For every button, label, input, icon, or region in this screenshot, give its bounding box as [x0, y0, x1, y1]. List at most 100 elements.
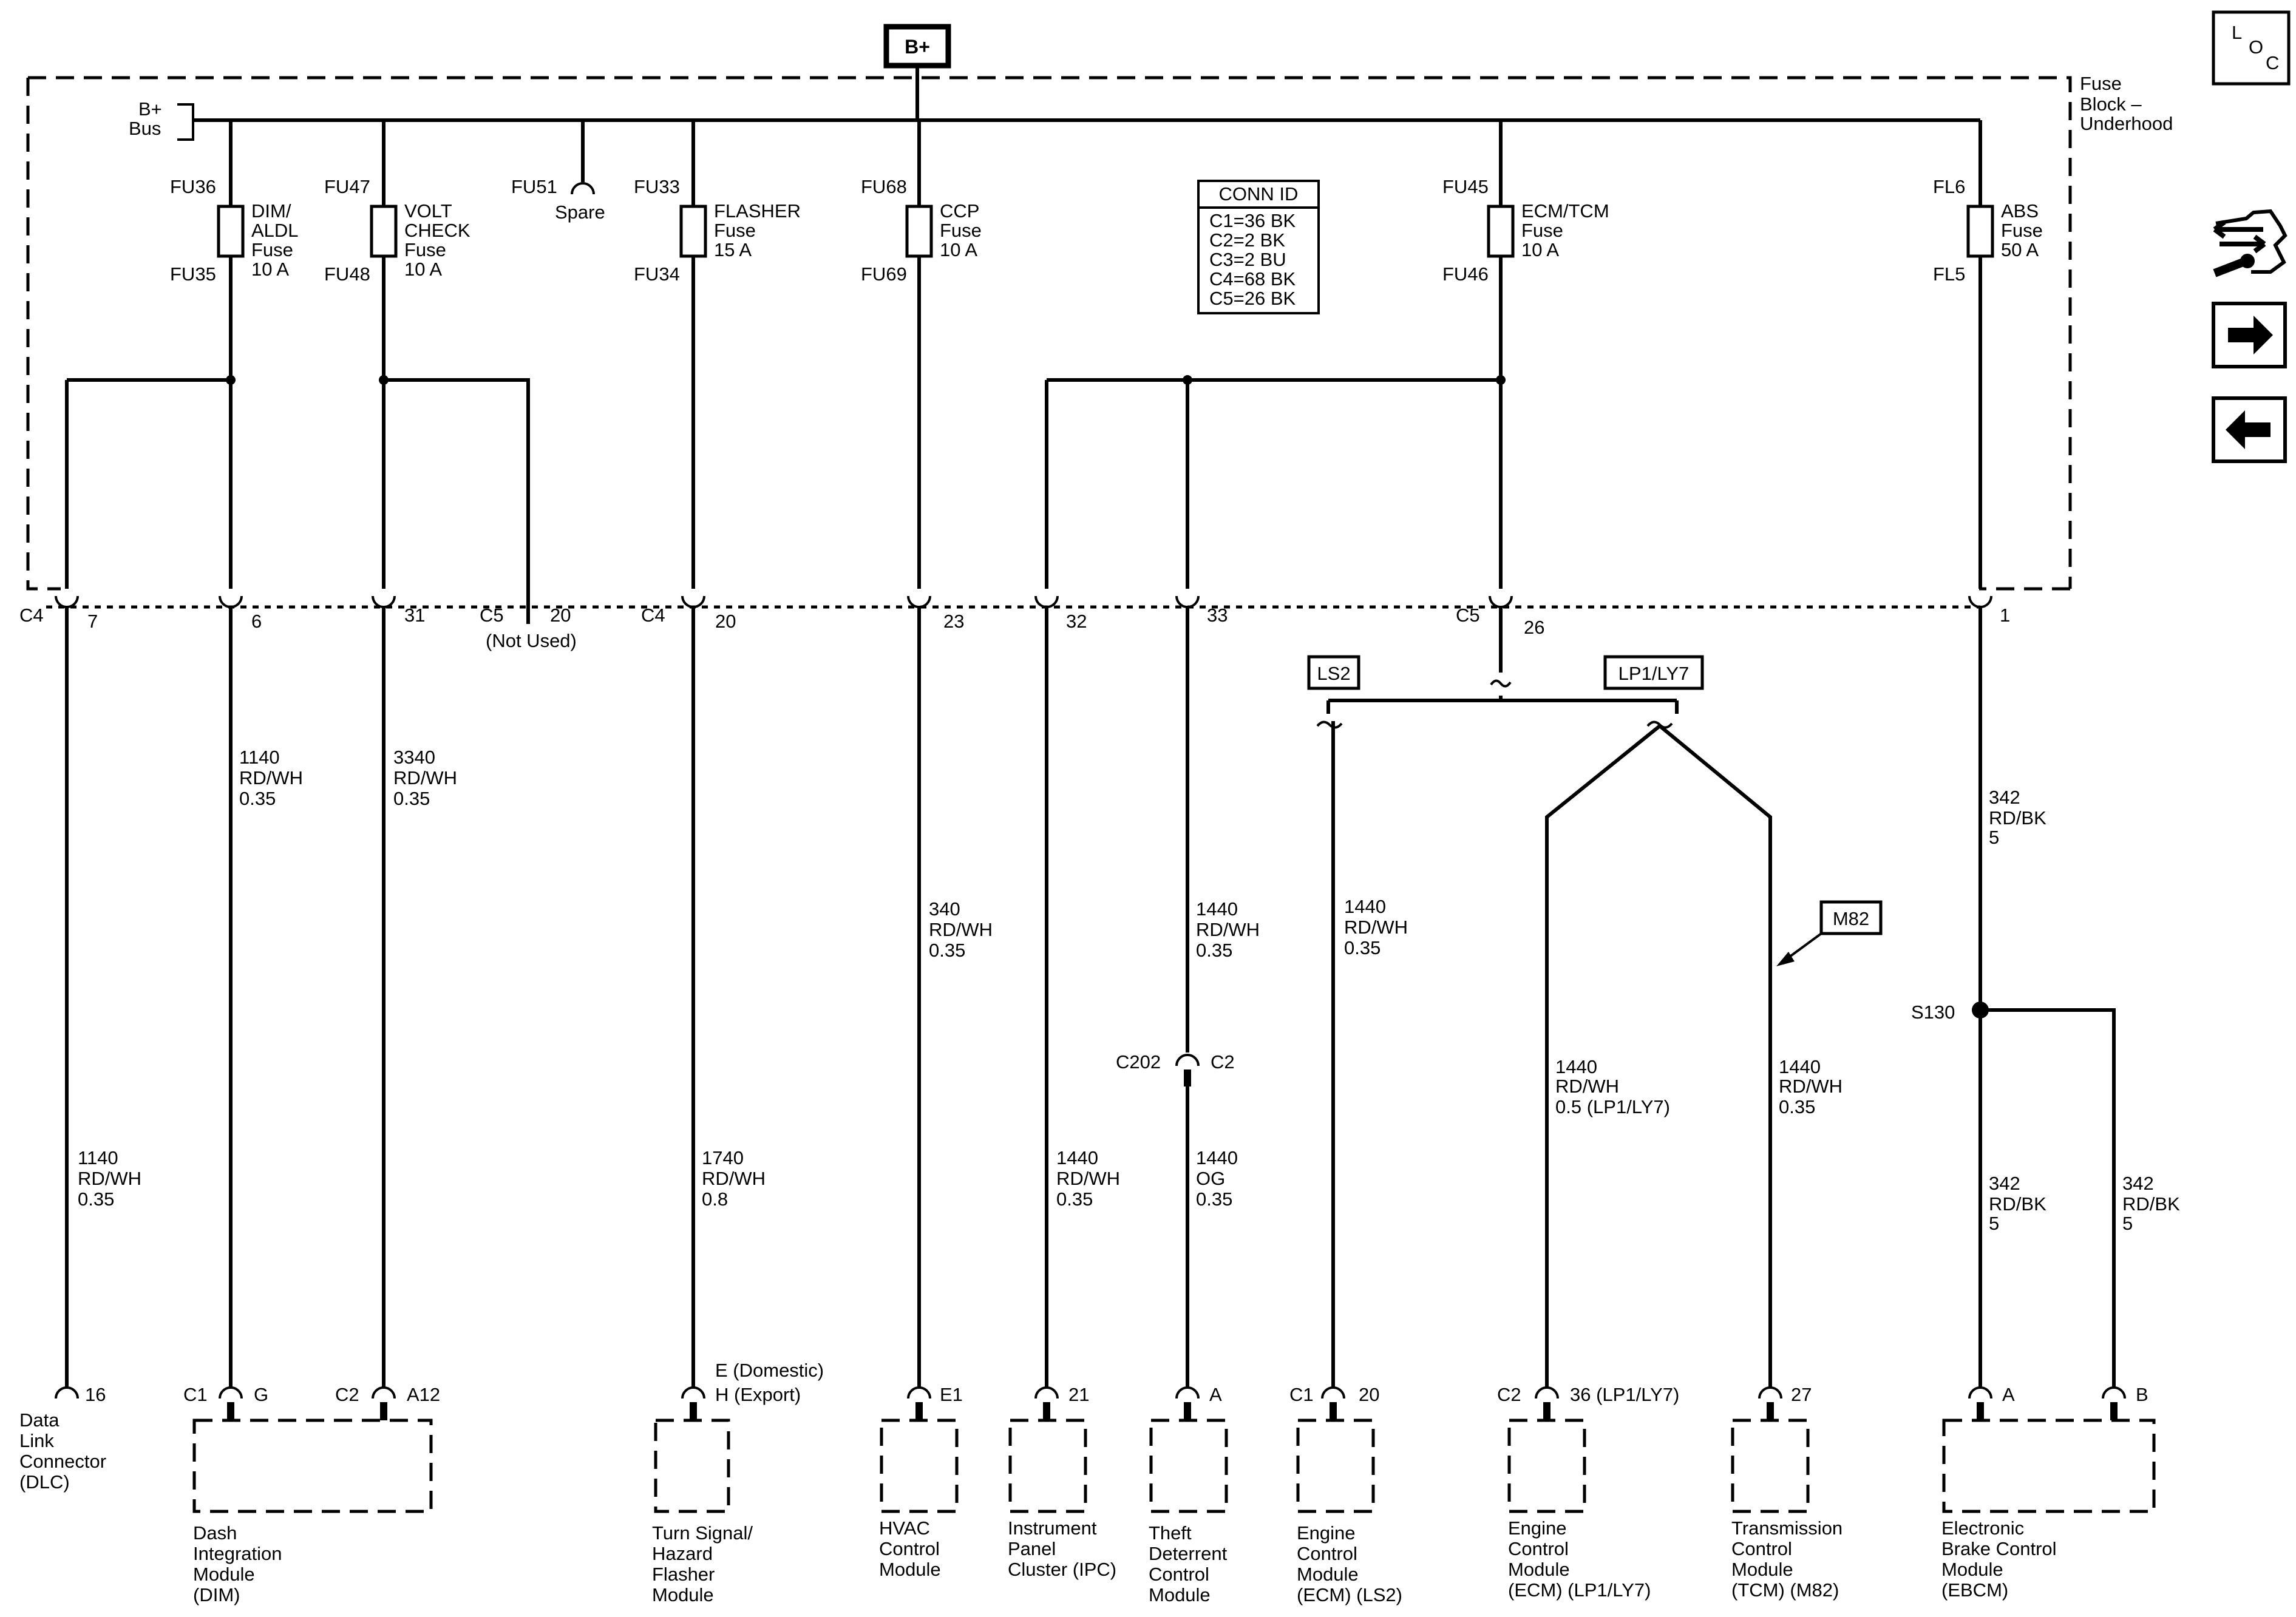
loc-c-letter: C — [2266, 52, 2279, 73]
pin-label: 36 (LP1/LY7) — [1570, 1384, 1679, 1405]
pin-label: 16 — [85, 1384, 106, 1405]
component-name: Module — [1941, 1559, 2003, 1580]
fuse-top-label: FL6 — [1933, 176, 1965, 197]
pin-label: 26 — [1524, 617, 1544, 638]
fuse-name: Fuse — [2001, 220, 2043, 241]
wire-color: RD/WH — [393, 767, 457, 788]
location-button[interactable]: L O C — [2212, 10, 2291, 86]
component-tcm: Transmission Control Module (TCM) (M82) — [1731, 1419, 1843, 1601]
pin-label: 20 — [1359, 1384, 1379, 1405]
block-terminals: C4 7 6 31 C5 20 (Not Used) C4 20 23 32 3… — [19, 595, 2010, 651]
component-name: Module — [1731, 1559, 1793, 1580]
pin-label: 7 — [87, 611, 98, 632]
arrow-right-icon — [2228, 316, 2273, 354]
option-ls2: LS2 — [1317, 663, 1350, 684]
fuse-name: ECM/TCM — [1521, 200, 1609, 222]
component-name: Link — [19, 1430, 54, 1451]
component-name: Turn Signal/ — [652, 1522, 753, 1544]
power-source: B+ — [883, 24, 951, 69]
component-name: Electronic — [1941, 1517, 2024, 1539]
wire-color: RD/BK — [2122, 1193, 2180, 1215]
wire-color: RD/WH — [1344, 917, 1408, 938]
fuse-name: Fuse — [404, 239, 446, 260]
fuse-fu51-spare: FU51 Spare — [511, 120, 605, 223]
wire-size: 0.35 — [78, 1188, 114, 1210]
component-name: Control — [1731, 1538, 1792, 1559]
wire-color: RD/WH — [1056, 1168, 1120, 1189]
option-m82: M82 — [1833, 908, 1869, 929]
component-name: Brake Control — [1941, 1538, 2057, 1559]
pin-label: E (Domestic) — [715, 1360, 824, 1381]
component-name: Module — [652, 1584, 714, 1605]
pin-label: A — [2002, 1384, 2015, 1405]
wire-circuit: 342 — [2122, 1173, 2154, 1194]
wire-color: RD/WH — [702, 1168, 766, 1189]
wire-color: RD/WH — [1779, 1076, 1843, 1097]
fuse-top-label: FU33 — [634, 176, 680, 197]
wire-circuit: 1440 — [1344, 896, 1386, 917]
splice-label: S130 — [1911, 1002, 1955, 1023]
connector-label: C5 — [1456, 605, 1480, 626]
conn-id-row: C5=26 BK — [1209, 288, 1296, 309]
not-used-label: (Not Used) — [486, 630, 577, 651]
component-ipc: Instrument Panel Cluster (IPC) — [1008, 1419, 1116, 1580]
component-name: Panel — [1008, 1538, 1056, 1559]
component-name: Instrument — [1008, 1517, 1097, 1539]
conn-id-row: C3=2 BU — [1209, 249, 1286, 270]
fuse-block-title-3: Underhood — [2080, 113, 2173, 134]
fuse-bottom-label: FU35 — [170, 263, 216, 285]
bus-label-1: B+ — [138, 98, 162, 120]
next-page-button[interactable] — [2212, 302, 2287, 368]
pin-label: 23 — [943, 611, 964, 632]
loc-l-letter: L — [2232, 22, 2242, 43]
wire-size: 0.35 — [1196, 940, 1232, 961]
inline-connector-label: C202 — [1116, 1051, 1161, 1073]
fuse-name: ABS — [2001, 200, 2039, 222]
option-labels: LS2 LP1/LY7 M82 — [1307, 655, 1883, 966]
fuse-top-label: FU68 — [861, 176, 907, 197]
component-name: Module — [879, 1559, 941, 1580]
connector-label: C5 — [480, 605, 504, 626]
pin-label: 21 — [1068, 1384, 1089, 1405]
wire-circuit: 1440 — [1056, 1147, 1098, 1168]
component-name: Connector — [19, 1451, 106, 1472]
component-ecm-ls2: Engine Control Module (ECM) (LS2) — [1296, 1419, 1402, 1605]
component-name: Module — [1149, 1584, 1211, 1605]
component-flasher: Turn Signal/ Hazard Flasher Module — [652, 1419, 753, 1605]
component-ebcm: Electronic Brake Control Module (EBCM) — [1941, 1419, 2156, 1601]
component-view-icon[interactable] — [2213, 209, 2288, 277]
component-name: Deterrent — [1149, 1543, 1228, 1564]
option-lp1-ly7: LP1/LY7 — [1618, 663, 1690, 684]
fuse-bottom-label: FU46 — [1442, 263, 1489, 285]
component-terminals: 16 C1 G C2 A12 E (Domestic) H (Export) E… — [55, 1360, 2148, 1420]
fuse-name: Fuse — [714, 220, 756, 241]
wire-size: 0.35 — [1779, 1096, 1815, 1117]
wire-size: 0.5 (LP1/LY7) — [1555, 1096, 1670, 1117]
connector-label: C1 — [1289, 1384, 1314, 1405]
wire-color: RD/BK — [1989, 807, 2046, 829]
component-name: (DLC) — [19, 1471, 70, 1493]
pin-label: G — [254, 1384, 268, 1405]
previous-page-button[interactable] — [2212, 396, 2287, 463]
wire-size: 0.35 — [929, 940, 965, 961]
component-dlc: Data Link Connector (DLC) — [19, 1409, 106, 1493]
fuse-bottom-label: FL5 — [1933, 263, 1965, 285]
arrow-left-icon — [2226, 410, 2271, 449]
wire-color: OG — [1196, 1168, 1225, 1189]
conn-id-title: CONN ID — [1219, 183, 1299, 205]
component-name: Data — [19, 1409, 59, 1431]
component-name: Control — [1297, 1543, 1357, 1564]
connector-label: C2 — [1497, 1384, 1521, 1405]
wire-size: 0.35 — [393, 788, 430, 809]
loc-o-letter: O — [2249, 36, 2263, 58]
pin-label: H (Export) — [715, 1384, 801, 1405]
fuse-bottom-label: FU69 — [861, 263, 907, 285]
wire-color: RD/WH — [929, 919, 993, 940]
arrow-icon — [1776, 952, 1795, 966]
wire-size: 0.35 — [239, 788, 276, 809]
fuse-name: ALDL — [251, 220, 299, 241]
pin-label: A12 — [407, 1384, 440, 1405]
fuse-name: Fuse — [251, 239, 293, 260]
fuse-name: Fuse — [1521, 220, 1563, 241]
